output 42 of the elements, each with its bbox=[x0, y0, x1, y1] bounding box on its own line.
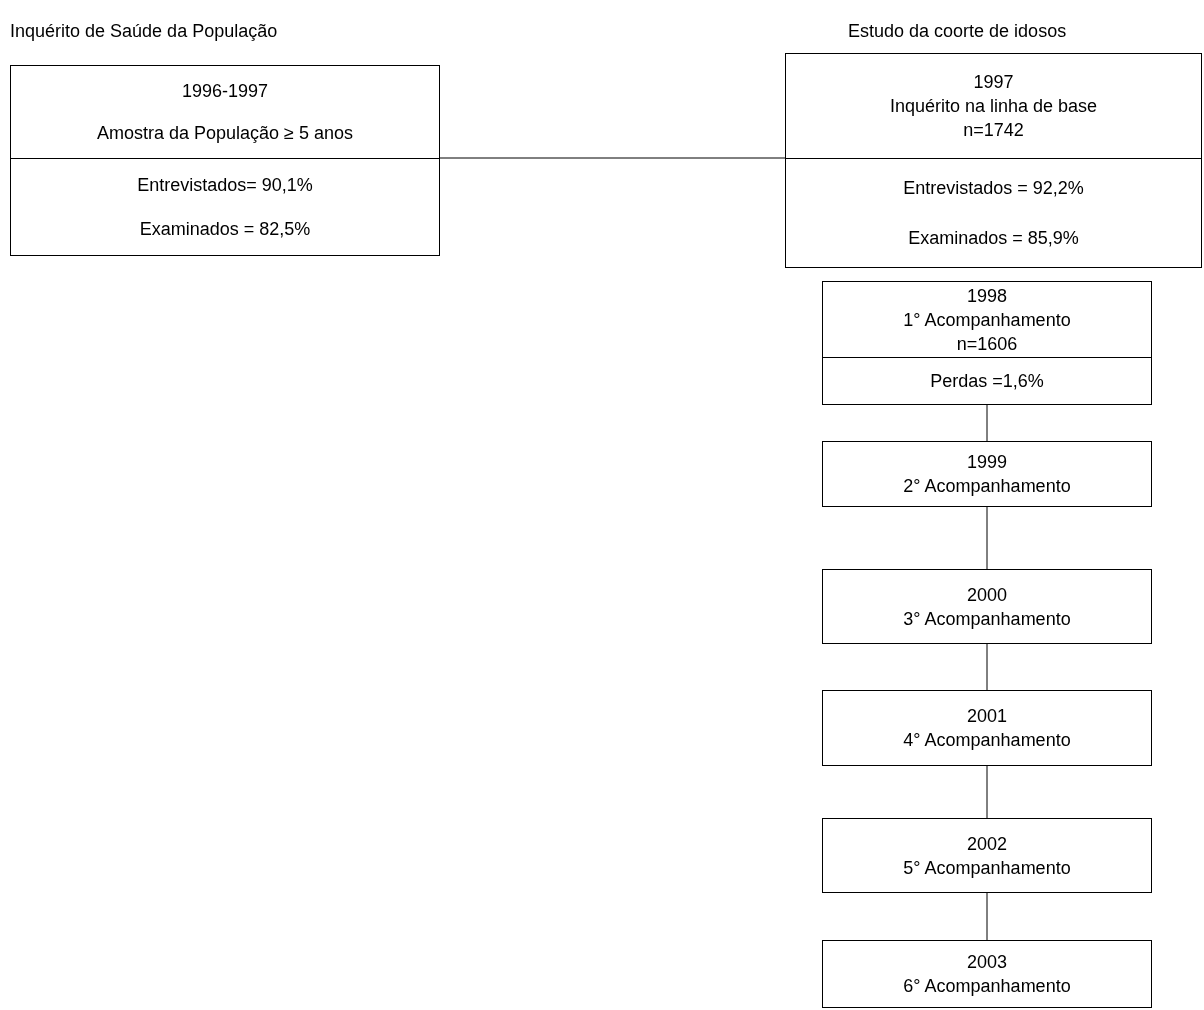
connector-line bbox=[986, 892, 988, 941]
box-text: 1996-1997 bbox=[181, 80, 269, 103]
box-text: Examinados = 85,9% bbox=[908, 227, 1079, 250]
box-text: 2000 bbox=[966, 583, 1007, 607]
box-text: 5° Acompanhamento bbox=[903, 856, 1071, 880]
connector-line bbox=[986, 404, 988, 442]
process-box bbox=[10, 158, 440, 256]
box-text: Entrevistados = 92,2% bbox=[903, 177, 1084, 200]
box-text: Perdas =1,6% bbox=[930, 370, 1044, 393]
process-box bbox=[785, 53, 1202, 159]
box-text: Amostra da População ≥ 5 anos bbox=[96, 122, 353, 145]
process-box bbox=[822, 357, 1152, 405]
section-heading: Estudo da coorte de idosos bbox=[848, 20, 1067, 43]
box-text: n=1742 bbox=[963, 119, 1024, 142]
process-box bbox=[822, 281, 1152, 358]
box-text: 2002 bbox=[966, 832, 1007, 856]
connector-line bbox=[439, 157, 786, 159]
box-text: 1997 bbox=[973, 71, 1014, 94]
process-box bbox=[10, 65, 440, 159]
box-text: Inquérito na linha de base bbox=[889, 95, 1098, 118]
box-text: Examinados = 82,5% bbox=[139, 218, 311, 241]
box-text: 3° Acompanhamento bbox=[903, 607, 1071, 631]
box-text: 2° Acompanhamento bbox=[903, 475, 1071, 498]
process-box bbox=[822, 940, 1152, 1008]
box-text: 6° Acompanhamento bbox=[903, 975, 1071, 998]
box-text: 2003 bbox=[966, 951, 1007, 974]
box-text: 4° Acompanhamento bbox=[903, 729, 1071, 752]
box-text: 1° Acompanhamento bbox=[903, 308, 1071, 332]
connector-line bbox=[986, 643, 988, 691]
process-box bbox=[822, 690, 1152, 766]
connector-line bbox=[986, 765, 988, 819]
process-box bbox=[822, 569, 1152, 644]
box-text: n=1606 bbox=[956, 332, 1018, 356]
section-heading: Inquérito de Saúde da População bbox=[10, 20, 278, 43]
box-text: 1999 bbox=[966, 451, 1007, 474]
box-text: 2001 bbox=[966, 705, 1007, 728]
process-box bbox=[785, 158, 1202, 268]
box-text: 1998 bbox=[966, 284, 1007, 308]
connector-line bbox=[986, 506, 988, 570]
process-box bbox=[822, 818, 1152, 893]
process-box bbox=[822, 441, 1152, 507]
box-text: Entrevistados= 90,1% bbox=[137, 174, 313, 197]
